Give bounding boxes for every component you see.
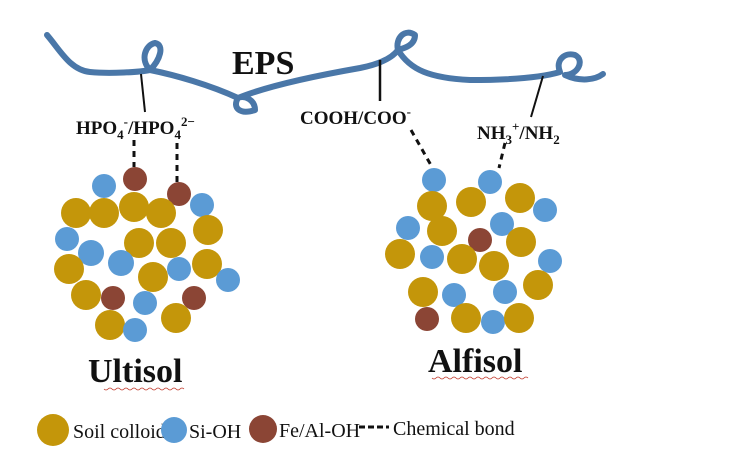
soil-colloid-particle (95, 310, 125, 340)
soil-colloid-particle (427, 216, 457, 246)
phosphate-bond-line (140, 73, 146, 113)
legend-fe-al-oh-swatch (249, 415, 277, 443)
si-oh-particle (396, 216, 420, 240)
si-oh-particle (420, 245, 444, 269)
si-oh-particle (92, 174, 116, 198)
si-oh-particle (78, 240, 104, 266)
soil-colloid-particle (71, 280, 101, 310)
soil-colloid-particle (193, 215, 223, 245)
carboxyl-group-label: COOH/COO- (300, 104, 411, 129)
soil-colloid-particle (119, 192, 149, 222)
si-oh-particle (190, 193, 214, 217)
soil-colloid-particle (417, 191, 447, 221)
legend: Soil colloid Si-OH Fe/Al-OH Chemical bon… (37, 414, 515, 446)
si-oh-particle (216, 268, 240, 292)
si-oh-particle (493, 280, 517, 304)
soil-colloid-particle (54, 254, 84, 284)
fe-al-oh-particle (468, 228, 492, 252)
fe-al-oh-particle (101, 286, 125, 310)
si-oh-particle (55, 227, 79, 251)
carboxyl-dashed-bond (409, 129, 434, 168)
legend-chemical-bond-label: Chemical bond (393, 418, 515, 440)
soil-colloid-particle (385, 239, 415, 269)
si-oh-particle (422, 168, 446, 192)
ultisol-label: Ultisol (88, 353, 182, 390)
soil-colloid-particle (506, 227, 536, 257)
si-oh-particle (481, 310, 505, 334)
fe-al-oh-particle (415, 307, 439, 331)
soil-colloid-particle (138, 262, 168, 292)
soil-colloid-particle (479, 251, 509, 281)
fe-al-oh-particle (123, 167, 147, 191)
legend-si-oh-label: Si-OH (189, 421, 241, 443)
soil-colloid-particle (456, 187, 486, 217)
si-oh-particle (538, 249, 562, 273)
soil-colloid-particle (161, 303, 191, 333)
soil-colloid-particle (504, 303, 534, 333)
amine-bond-line (530, 75, 544, 118)
soil-colloid-particle (146, 198, 176, 228)
soil-colloid-particle (89, 198, 119, 228)
soil-colloid-particle (156, 228, 186, 258)
alfisol-spellcheck-underline (431, 376, 529, 380)
si-oh-particle (442, 283, 466, 307)
eps-strand (44, 29, 606, 115)
fe-al-oh-particle (167, 182, 191, 206)
si-oh-particle (167, 257, 191, 281)
si-oh-particle (490, 212, 514, 236)
soil-colloid-particle (523, 270, 553, 300)
amine-group-label: NH3+/NH2 (477, 119, 560, 147)
soil-colloid-particle (408, 277, 438, 307)
phosphate-group-label: HPO4-/HPO42− (76, 114, 195, 142)
soil-colloid-particle (505, 183, 535, 213)
alfisol-label: Alfisol (428, 343, 522, 380)
fe-al-oh-particle (182, 286, 206, 310)
ultisol-spellcheck-underline (103, 387, 185, 391)
alfisol-particle-cluster (385, 168, 562, 334)
si-oh-particle (123, 318, 147, 342)
soil-colloid-particle (61, 198, 91, 228)
si-oh-particle (133, 291, 157, 315)
amine-dashed-bond (497, 142, 507, 169)
soil-colloid-particle (447, 244, 477, 274)
legend-soil-colloid-label: Soil colloid (73, 421, 166, 443)
legend-soil-colloid-swatch (37, 414, 69, 446)
si-oh-particle (478, 170, 502, 194)
si-oh-particle (108, 250, 134, 276)
soil-colloid-particle (124, 228, 154, 258)
si-oh-particle (533, 198, 557, 222)
legend-fe-al-oh-label: Fe/Al-OH (279, 420, 360, 442)
legend-si-oh-swatch (161, 417, 187, 443)
soil-colloid-particle (451, 303, 481, 333)
soil-colloid-particle (192, 249, 222, 279)
eps-label: EPS (232, 45, 294, 82)
ultisol-particle-cluster (54, 167, 240, 342)
